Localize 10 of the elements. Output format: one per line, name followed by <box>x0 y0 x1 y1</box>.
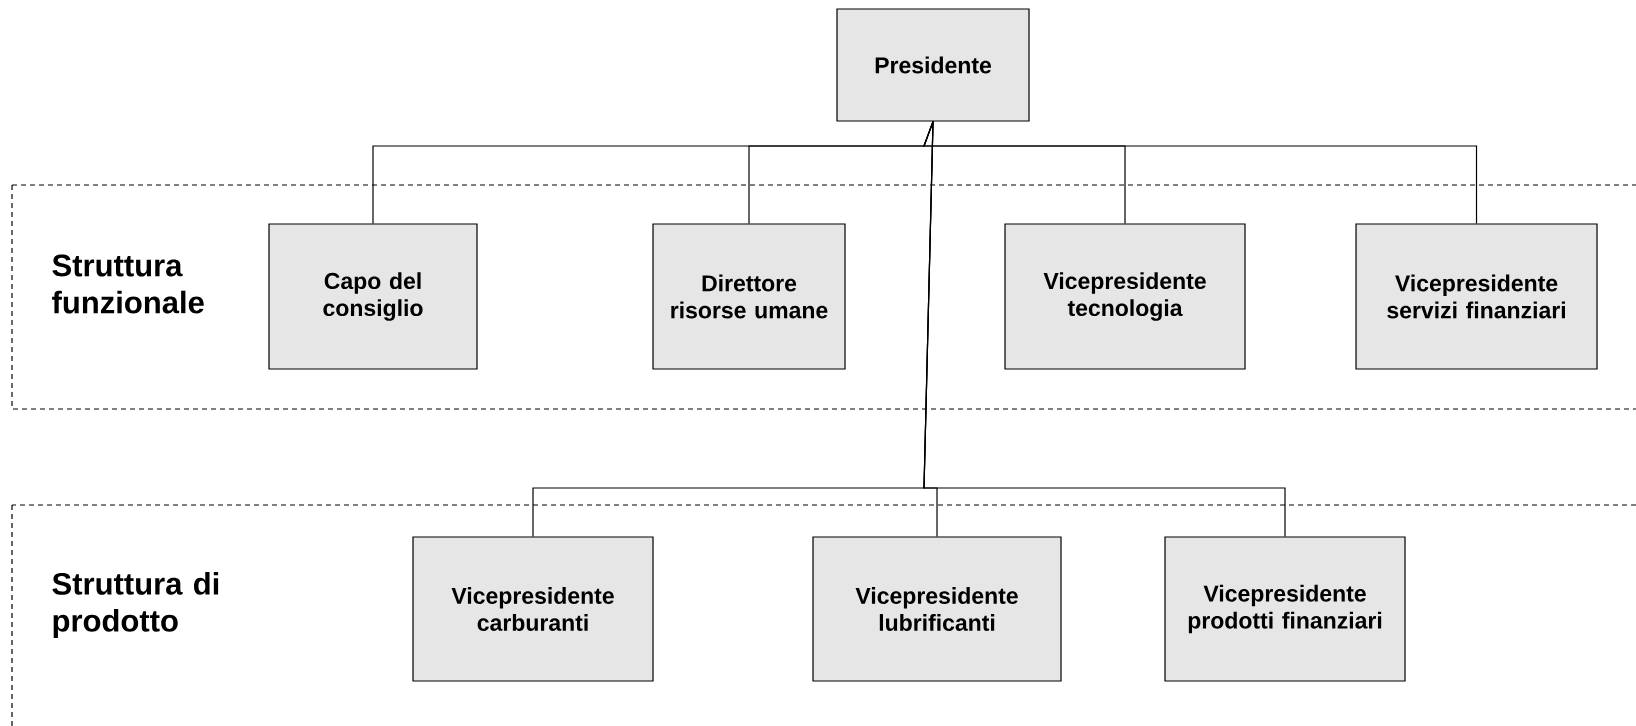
org-box: Vicepresidente servizi finanziari <box>1355 223 1598 370</box>
org-box: Direttore risorse umane <box>652 223 846 370</box>
org-box: Vicepresidente lubrificanti <box>812 536 1062 682</box>
org-box: Vicepresidente tecnologia <box>1004 223 1246 370</box>
org-box: Vicepresidente prodotti finanziari <box>1164 536 1406 682</box>
org-box: Capo del consiglio <box>268 223 478 370</box>
org-box: Presidente <box>836 8 1030 122</box>
connector-line <box>923 121 1286 537</box>
org-box: Vicepresidente carburanti <box>412 536 654 682</box>
connector-line <box>923 121 1478 224</box>
